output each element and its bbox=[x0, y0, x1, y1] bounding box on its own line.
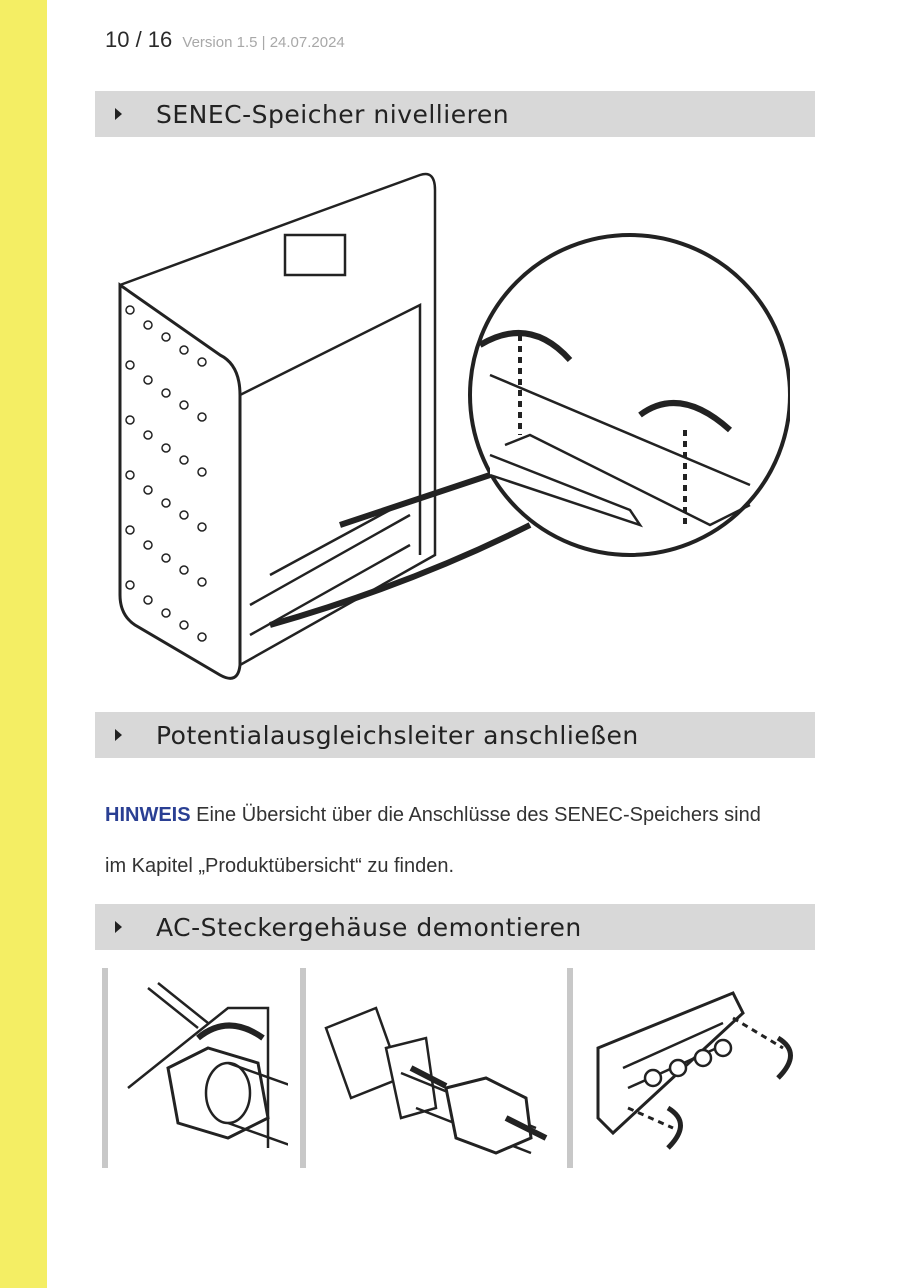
accent-strip bbox=[0, 0, 47, 1288]
note-paragraph: HINWEIS Eine Übersicht über die Anschlüs… bbox=[105, 790, 765, 892]
section-title: SENEC-Speicher nivellieren bbox=[156, 99, 510, 129]
page-header: 10 / 16 Version 1.5 | 24.07.2024 bbox=[105, 27, 345, 53]
page-number: 10 / 16 bbox=[105, 27, 173, 52]
section-heading-level: SENEC-Speicher nivellieren bbox=[95, 91, 815, 137]
section-heading-ac-connector: AC-Steckergehäuse demontieren bbox=[95, 904, 815, 950]
section-title: Potentialausgleichsleiter anschließen bbox=[156, 720, 639, 750]
triangle-bullet-icon bbox=[115, 729, 122, 741]
step-image-remove-housing bbox=[567, 968, 813, 1168]
triangle-bullet-icon bbox=[115, 108, 122, 120]
step-image-unscrew-nut bbox=[102, 968, 299, 1168]
storage-leveling-illustration bbox=[118, 172, 790, 680]
step-image-remove-nut bbox=[300, 968, 556, 1168]
version-info: Version 1.5 | 24.07.2024 bbox=[182, 34, 345, 51]
note-label: HINWEIS bbox=[105, 804, 191, 826]
triangle-bullet-icon bbox=[115, 921, 122, 933]
section-heading-potential: Potentialausgleichsleiter anschließen bbox=[95, 712, 815, 758]
section-title: AC-Steckergehäuse demontieren bbox=[156, 912, 582, 942]
note-text: Eine Übersicht über die Anschlüsse des S… bbox=[105, 804, 761, 877]
